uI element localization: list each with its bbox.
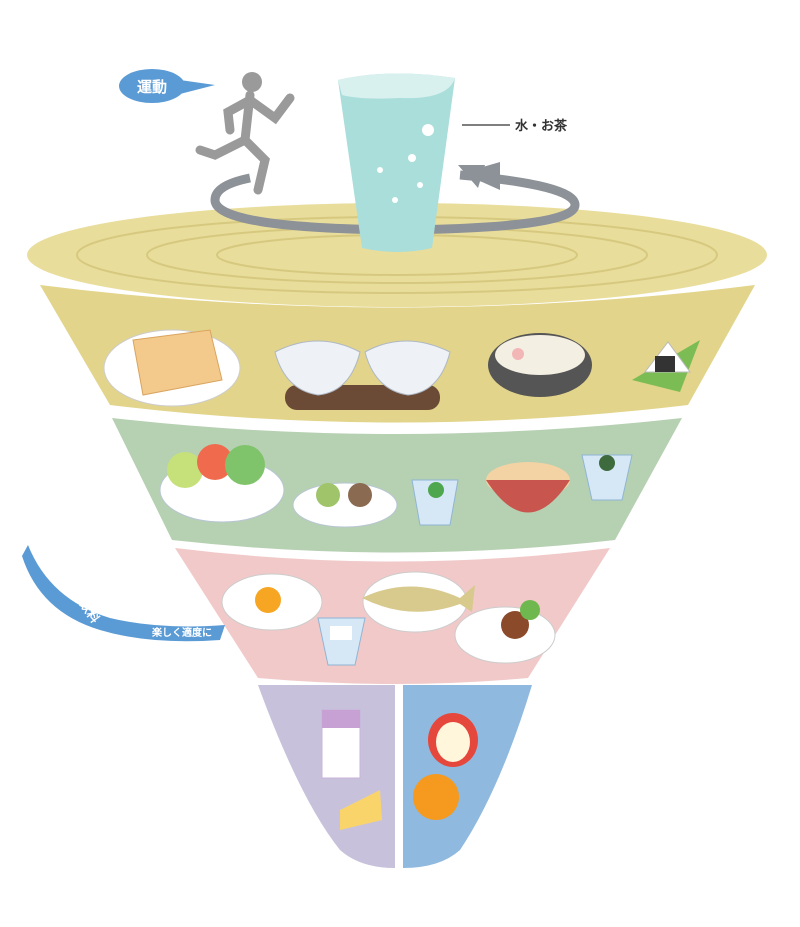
meat-fish-foods (221, 571, 556, 666)
water-tea-label: 水・お茶 (515, 118, 568, 134)
snacks-note: 楽しく適度に (151, 626, 212, 639)
grain-foods (103, 329, 700, 410)
water-glass-icon (338, 73, 455, 252)
exercise-bubble: 運動 (119, 69, 215, 103)
runner-icon (195, 72, 295, 195)
fruit-band (403, 685, 532, 868)
top-disc (27, 203, 767, 307)
dairy-fruit-foods (321, 709, 478, 830)
exercise-label: 運動 (137, 78, 167, 96)
vegetable-foods (159, 444, 633, 528)
